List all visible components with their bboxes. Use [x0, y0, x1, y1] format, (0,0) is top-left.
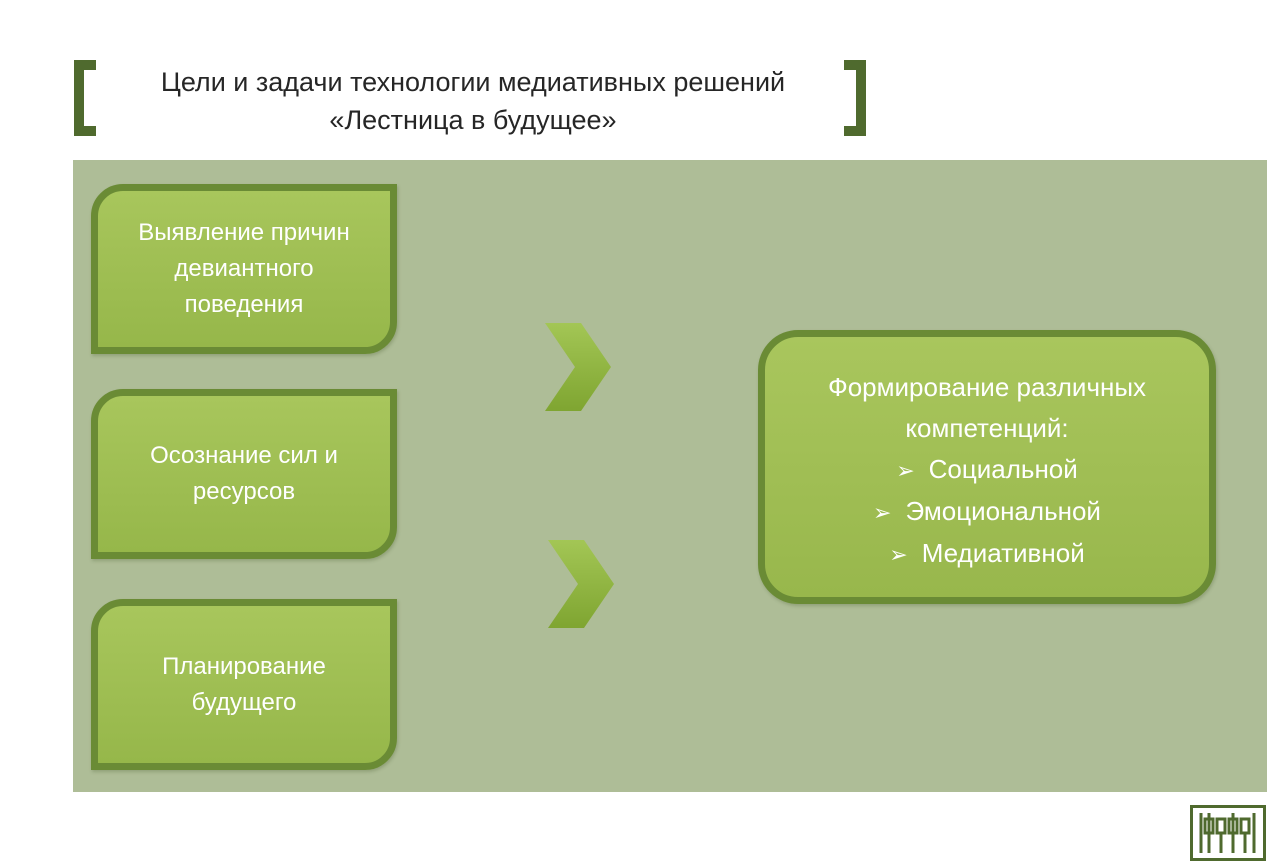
chevron-right-icon	[545, 323, 611, 411]
slide-title-line2: «Лестница в будущее»	[329, 105, 617, 135]
chevron-right-icon	[548, 540, 614, 628]
step-label-resources: Осознание сил и ресурсов	[150, 442, 338, 505]
result-item-label: Социальной	[928, 454, 1078, 484]
result-item-label: Медиативной	[921, 538, 1085, 568]
step-label-planning: Планирование будущего	[162, 652, 326, 716]
result-title: Формирование различных компетенций:	[827, 372, 1147, 443]
left-bracket-decoration	[74, 60, 96, 136]
logo-icon	[1190, 805, 1266, 861]
slide-title-line1: Цели и задачи технологии медиативных реш…	[160, 67, 786, 97]
step-label-causes: Выявление причин девиантного поведения	[138, 219, 350, 318]
step-box-causes: Выявление причин девиантного поведения	[91, 184, 397, 354]
result-item-mediative: ➢ Медиативной	[765, 533, 1209, 575]
logo-mark	[1199, 813, 1256, 853]
result-item-social: ➢ Социальной	[765, 449, 1209, 491]
result-box-competencies: Формирование различных компетенций: ➢ Соц…	[758, 330, 1216, 604]
result-item-label: Эмоциональной	[905, 496, 1101, 526]
slide-title: Цели и задачи технологии медиативных реш…	[106, 63, 840, 139]
result-item-emotional: ➢ Эмоциональной	[765, 491, 1209, 533]
arrow-bullet-icon: ➢	[896, 458, 915, 483]
step-box-resources: Осознание сил и ресурсов	[91, 389, 397, 559]
arrow-bullet-icon: ➢	[889, 542, 908, 567]
step-box-planning: Планирование будущего	[91, 599, 397, 770]
right-bracket-decoration	[844, 60, 866, 136]
arrow-bullet-icon: ➢	[873, 500, 892, 525]
